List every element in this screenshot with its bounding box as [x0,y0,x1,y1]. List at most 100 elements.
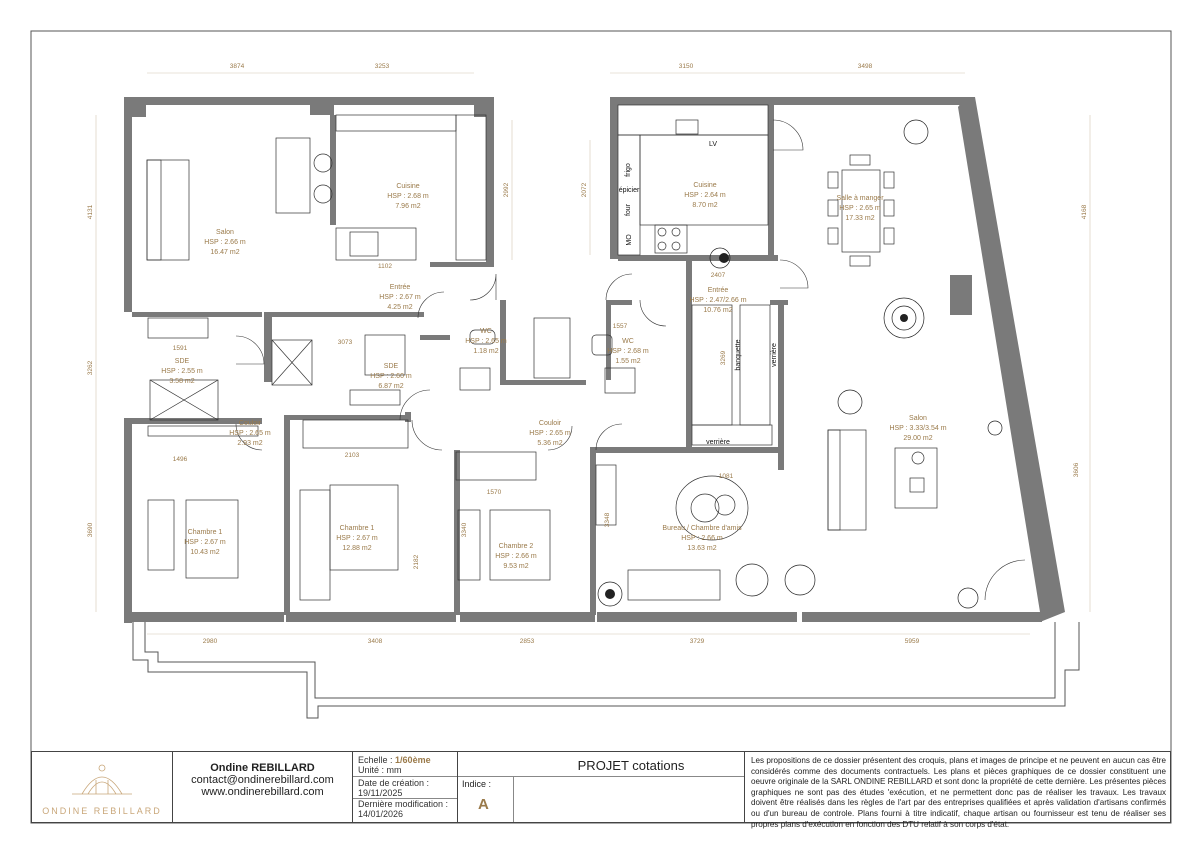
plants [597,119,1003,609]
room-area: 10.76 m2 [703,307,732,314]
room-name: Chambre 1 [188,529,223,536]
room-hsp: HSP : 2.67 m [379,294,421,301]
room-area: 29.00 m2 [903,435,932,442]
room-hsp: HSP : 2.65 m [465,338,507,345]
walls [124,97,1065,623]
room-area: 4.25 m2 [387,304,412,311]
creation-label: Date de création : [358,778,430,788]
logo-text: ONDINE REBILLARD [42,806,162,816]
pantry-label: épicier [619,187,640,194]
room-name: Entrée [390,284,411,291]
room-hsp: HSP : 3.33/3.54 m [889,425,946,432]
room-hsp: HSP : 2.55 m [161,368,203,375]
room-hsp: HSP : 2.64 m [684,192,726,199]
dimension: 3690 [87,522,94,537]
room-name: Cuisine [693,182,716,189]
room-area: 5.36 m2 [537,440,562,447]
room-hsp: HSP : 2.68 m [387,193,429,200]
dimension: 1081 [719,473,734,480]
room-area: 9.53 m2 [503,563,528,570]
modification-date: 14/01/2026 [358,809,404,819]
room-hsp: HSP : 2.47/2.66 m [689,297,746,304]
meta-block: Echelle : 1/60ème Unité : mm Date de cré… [353,752,458,822]
dimension: 2980 [203,638,218,645]
dimension: 3606 [1073,462,1080,477]
room-hsp: HSP : 2.66 m [495,553,537,560]
designer-website[interactable]: www.ondinerebillard.com [201,786,324,798]
room-hsp: HSP : 2.66 m [204,239,246,246]
dimension: 5959 [905,638,920,645]
microwave-label: MO [626,234,633,246]
room-hsp: HSP : 2.65 m [839,205,881,212]
dimension: 1496 [173,456,188,463]
annotations: LV frigo épicier four MO banquette verri… [619,141,778,446]
room-name: WC [480,328,492,335]
designer-email[interactable]: contact@ondinerebillard.com [191,774,334,786]
oven-label: four [625,203,632,216]
dimension: 2072 [581,182,588,197]
sink-label: LV [709,141,717,148]
dimension: 2407 [711,272,726,279]
dimension: 1591 [173,345,188,352]
plant-fills [605,253,908,599]
dimension: 3262 [87,360,94,375]
dimension: 3253 [375,63,390,70]
sheet-frame [30,30,1172,824]
room-area: 13.63 m2 [687,545,716,552]
scale-label: Echelle : [358,755,393,765]
scale-value: 1/60ème [395,755,431,765]
room-area: 17.33 m2 [845,215,874,222]
modification-label: Dernière modification : [358,799,449,809]
contact-block: Ondine REBILLARD contact@ondinerebillard… [173,752,353,822]
room-area: 3.58 m2 [169,378,194,385]
room-area: 10.43 m2 [190,549,219,556]
dimension-labels: 3874 3253 3150 3498 4131 2992 2072 4168 … [87,63,1088,645]
room-name: Couloir [239,420,262,427]
revision-label: Indice : [462,779,492,789]
fridge-label: frigo [625,163,632,177]
dimension-guides [95,72,1091,635]
glass-partition-label: verrière [771,343,778,367]
dimension: 4131 [87,204,94,219]
room-name: SDE [384,363,399,370]
door-swings [235,119,1026,601]
disclaimer: Les propositions de ce dossier présenten… [751,756,1166,829]
dimension: 1570 [487,489,502,496]
dimension: 3729 [690,638,705,645]
project-title: PROJET cotations [577,758,685,773]
dimension: 1102 [378,263,392,270]
room-area: 12.88 m2 [342,545,371,552]
dimension: 2103 [345,452,360,459]
unit-value: Unité : mm [358,765,402,775]
room-hsp: HSP : 2.68 m [607,348,649,355]
dimension: 2853 [520,638,535,645]
room-name: SDE [175,358,190,365]
room-hsp: HSP : 2.65 m [529,430,571,437]
designer-name: Ondine REBILLARD [210,762,315,774]
room-hsp: HSP : 2.67 m [184,539,226,546]
room-hsp: HSP : 2.66 m [681,535,723,542]
title-block: ONDINE REBILLARD Ondine REBILLARD contac… [31,751,1171,829]
room-area: 6.87 m2 [378,383,403,390]
glass-partition-label: verrière [706,439,730,446]
revision-value: A [478,796,489,813]
room-area: 8.70 m2 [692,202,717,209]
dimension: 2182 [413,554,420,569]
dimension: 3348 [604,512,611,527]
logo-block: ONDINE REBILLARD [32,752,173,822]
room-name: Salon [216,229,234,236]
room-name: Salon [909,415,927,422]
room-area: 16.47 m2 [210,249,239,256]
room-area: 7.96 m2 [395,203,420,210]
room-area: 1.18 m2 [473,348,498,355]
dimension: 3269 [720,350,727,365]
balcony-outline [132,622,1080,719]
room-hsp: HSP : 2.60 m [370,373,412,380]
project-block: PROJET cotations Indice : A [458,752,745,822]
creation-date: 19/11/2025 [358,788,403,798]
dimension: 3073 [338,339,353,346]
dimension: 3874 [230,63,245,70]
room-name: Entrée [708,287,729,294]
